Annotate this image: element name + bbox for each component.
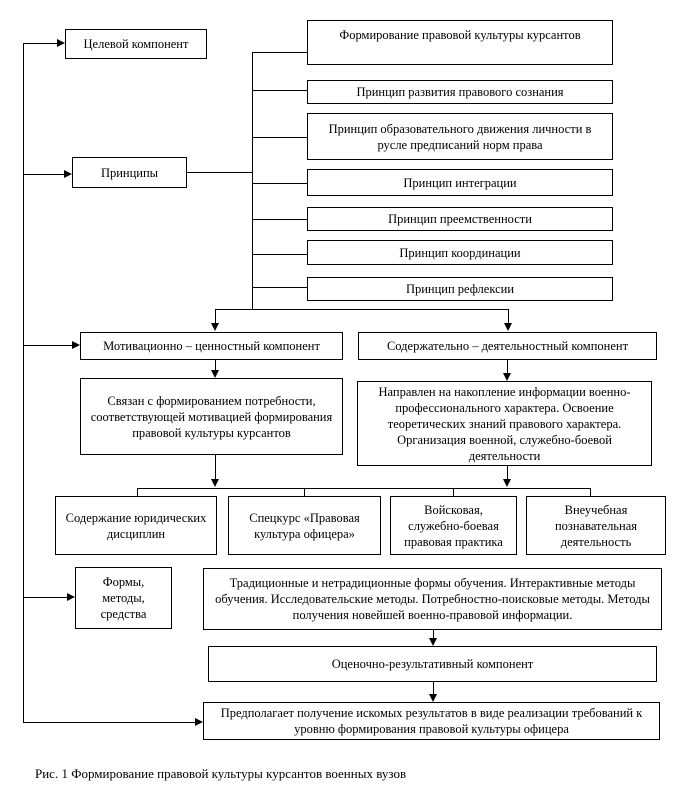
connector-line — [23, 174, 64, 175]
arrowhead-to-motivational-desc — [211, 370, 219, 378]
box-law-disciplines: Содержание юридических дисциплин — [55, 496, 217, 555]
box-principle-continuity: Принцип преемственности — [307, 207, 613, 231]
connector-line — [433, 682, 434, 695]
connector-line — [23, 597, 67, 598]
connector-drop — [453, 488, 454, 496]
box-result-description: Предполагает получение искомых результат… — [203, 702, 660, 740]
connector-line — [23, 722, 195, 723]
connector-row-line — [137, 488, 590, 489]
box-motivational-description: Связан с формированием потребности, соот… — [80, 378, 343, 455]
box-special-course: Спецкурс «Правовая культура офицера» — [228, 496, 381, 555]
box-content-component: Содержательно – деятельностный компонент — [358, 332, 657, 360]
connector-line — [507, 360, 508, 373]
box-target-component: Целевой компонент — [65, 29, 207, 59]
arrowhead-to-content-top — [504, 323, 512, 331]
box-motivational-component: Мотивационно – ценностный компонент — [80, 332, 343, 360]
box-methods-description: Традиционные и нетрадиционные формы обуч… — [203, 568, 662, 630]
box-principle-integration: Принцип интеграции — [307, 169, 613, 196]
arrowhead-to-row-right — [503, 479, 511, 487]
box-evaluative-component: Оценочно-результативный компонент — [208, 646, 657, 682]
arrowhead-to-motivational — [72, 341, 80, 349]
connector-line — [23, 345, 72, 346]
arrowhead-to-row-left — [211, 479, 219, 487]
connector-stub — [252, 137, 307, 138]
arrowhead-to-target — [57, 39, 65, 47]
connector-principles-trunk — [252, 52, 253, 309]
arrowhead-to-evaluative — [429, 638, 437, 646]
connector-line — [187, 172, 252, 173]
connector-line — [23, 43, 57, 44]
arrowhead-to-result — [195, 718, 203, 726]
box-principle-legal-consciousness: Принцип развития правового сознания — [307, 80, 613, 104]
connector-stub — [252, 287, 307, 288]
figure-caption: Рис. 1 Формирование правовой культуры ку… — [35, 766, 407, 781]
connector-stub — [252, 52, 307, 53]
box-forms-methods-means: Формы, методы, средства — [75, 567, 172, 629]
arrowhead-to-content-desc — [503, 373, 511, 381]
arrowhead-to-forms — [67, 593, 75, 601]
connector-line — [508, 309, 509, 324]
connector-split-line — [215, 309, 508, 310]
connector-line — [507, 466, 508, 480]
box-content-description: Направлен на накопление информации военн… — [357, 381, 652, 466]
connector-line — [215, 360, 216, 371]
box-principle-educational-movement: Принцип образовательного движения личнос… — [307, 113, 613, 160]
connector-left-rail — [23, 43, 24, 723]
arrowhead-to-principles — [64, 170, 72, 178]
connector-stub — [252, 219, 307, 220]
box-troop-practice: Войсковая, служебно-боевая правовая прак… — [390, 496, 517, 555]
box-principles: Принципы — [72, 157, 187, 188]
connector-stub — [252, 90, 307, 91]
connector-stub — [252, 254, 307, 255]
connector-line — [215, 309, 216, 324]
arrowhead-to-result-desc — [429, 694, 437, 702]
connector-drop — [304, 488, 305, 496]
box-extracurricular-activity: Внеучебная познавательная деятельность — [526, 496, 666, 555]
connector-drop — [137, 488, 138, 496]
box-principle-reflection: Принцип рефлексии — [307, 277, 613, 301]
connector-line — [215, 455, 216, 480]
arrowhead-to-motivational-top — [211, 323, 219, 331]
connector-drop — [590, 488, 591, 496]
connector-stub — [252, 183, 307, 184]
connector-line — [433, 630, 434, 639]
box-principle-coordination: Принцип координации — [307, 240, 613, 265]
box-formation-goal: Формирование правовой культуры курсантов — [307, 20, 613, 65]
